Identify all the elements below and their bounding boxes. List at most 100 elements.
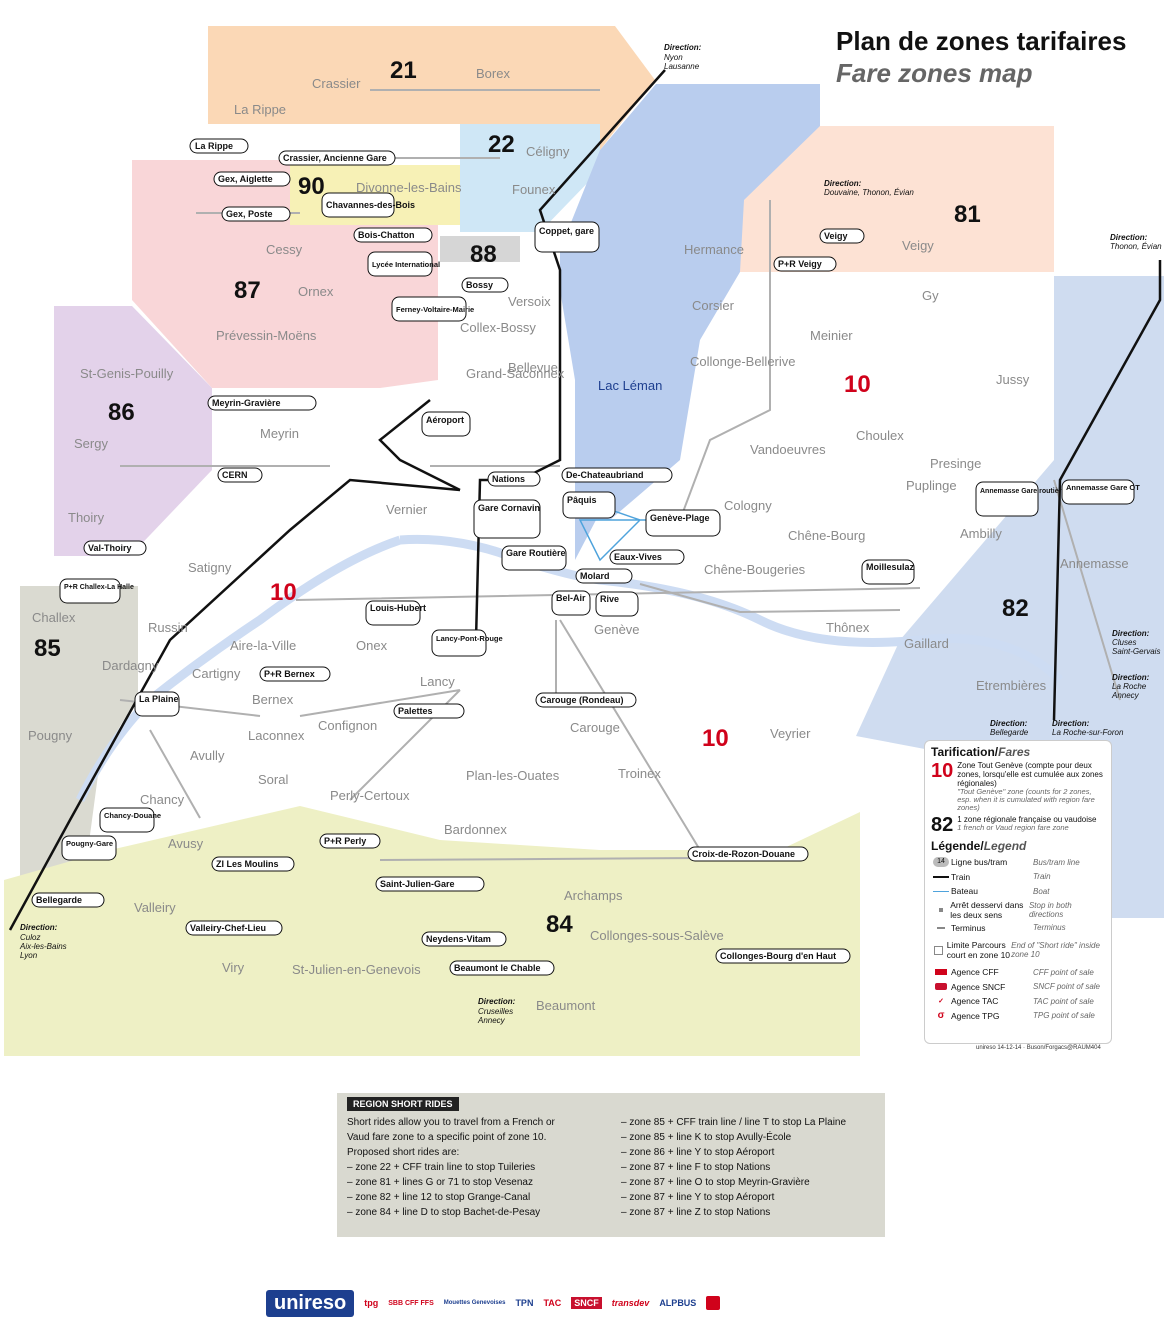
station-bossy[interactable]: Bossy xyxy=(461,277,509,293)
station-palettes[interactable]: Palettes xyxy=(393,703,465,719)
station-pougny-gare[interactable]: Pougny-Gare xyxy=(61,835,117,861)
place-name: Veyrier xyxy=(770,726,811,741)
station-ferney-voltaire-mairie[interactable]: Ferney-Voltaire-Mairie xyxy=(391,296,474,322)
station-valleiry-chef-lieu[interactable]: Valleiry-Chef-Lieu xyxy=(185,920,283,936)
station-gare-routiere[interactable]: Gare Routière xyxy=(501,545,567,571)
station-bellegarde[interactable]: Bellegarde xyxy=(31,892,105,908)
station-annemasse-gare-routiere[interactable]: Annemasse Gare routière xyxy=(975,481,1065,517)
svg-text:Meyrin-Gravière: Meyrin-Gravière xyxy=(212,398,281,408)
zone-10-label-east: 10 xyxy=(844,371,871,398)
station-la-plaine[interactable]: La Plaine xyxy=(134,691,180,717)
place-name: Cologny xyxy=(724,498,772,513)
station-molard[interactable]: Molard xyxy=(575,568,633,584)
tpg-logo: tpg xyxy=(364,1298,379,1308)
zone-81-label: 81 xyxy=(954,201,981,228)
place-name: Confignon xyxy=(318,718,377,733)
place-name: Bellevue xyxy=(508,360,558,375)
place-name: Versoix xyxy=(508,294,551,309)
place-name: Chancy xyxy=(140,792,185,807)
svg-text:Louis-Hubert: Louis-Hubert xyxy=(370,603,426,613)
station-coppet-gare[interactable]: Coppet, gare xyxy=(534,221,600,253)
station-pr-challex-la-halle[interactable]: P+R Challex-La Halle xyxy=(59,578,134,604)
svg-text:Pâquis: Pâquis xyxy=(567,495,597,505)
svg-text:Saint-Julien-Gare: Saint-Julien-Gare xyxy=(380,879,455,889)
station-val-thoiry[interactable]: Val-Thoiry xyxy=(83,540,147,556)
station-zi-les-moulins[interactable]: ZI Les Moulins xyxy=(211,856,295,872)
station-la-rippe[interactable]: La Rippe xyxy=(189,138,249,154)
short-rides-left-column: Short rides allow you to travel from a F… xyxy=(347,1115,601,1220)
station-gex-aiglette[interactable]: Gex, Aiglette xyxy=(213,171,291,187)
station-annemasse-gare-ot[interactable]: Annemasse Gare OT xyxy=(1061,479,1140,505)
svg-text:Collonges-Bourg d'en Haut: Collonges-Bourg d'en Haut xyxy=(720,951,836,961)
station-eaux-vives[interactable]: Eaux-Vives xyxy=(609,549,685,565)
svg-text:Chavannes-des-Bois: Chavannes-des-Bois xyxy=(326,200,415,210)
station-de-chateaubriand[interactable]: De-Chateaubriand xyxy=(561,467,673,483)
station-collonges-bourg[interactable]: Collonges-Bourg d'en Haut xyxy=(715,948,851,964)
station-veigy[interactable]: Veigy xyxy=(819,228,865,244)
station-aeroport[interactable]: Aéroport xyxy=(421,411,471,437)
station-carouge-rondeau[interactable]: Carouge (Rondeau) xyxy=(535,692,637,708)
svg-text:Bellegarde: Bellegarde xyxy=(36,895,82,905)
station-geneve-plage[interactable]: Genève-Plage xyxy=(645,509,721,537)
station-bel-air[interactable]: Bel-Air xyxy=(551,590,591,616)
short-ride-item: – zone 87 + line Z to stop Nations xyxy=(621,1207,771,1218)
station-croix-de-rozon-douane[interactable]: Croix-de-Rozon-Douane xyxy=(687,846,809,862)
zone-84-label: 84 xyxy=(546,911,573,938)
svg-text:Palettes: Palettes xyxy=(398,706,433,716)
station-gare-cornavin[interactable]: Gare Cornavin xyxy=(473,499,541,539)
place-name: Troinex xyxy=(618,766,661,781)
station-moillesulaz[interactable]: Moillesulaz xyxy=(861,559,915,585)
station-cern[interactable]: CERN xyxy=(217,467,263,483)
station-gex-poste[interactable]: Gex, Poste xyxy=(221,206,291,222)
place-name: Borex xyxy=(476,66,510,81)
station-chancy-douane[interactable]: Chancy-Douane xyxy=(99,807,161,833)
station-pr-perly[interactable]: P+R Perly xyxy=(319,833,381,849)
place-name: Collonge-Bellerive xyxy=(690,354,796,369)
station-chavannes-des-bois[interactable]: Chavannes-des-Bois xyxy=(321,192,415,218)
map-title: Plan de zones tarifaires xyxy=(836,26,1127,56)
boat-line-icon xyxy=(931,890,951,892)
station-louis-hubert[interactable]: Louis-Hubert xyxy=(365,600,426,626)
station-lancy-pont-rouge[interactable]: Lancy-Pont-Rouge xyxy=(431,629,503,657)
direction-title: Direction: xyxy=(20,923,58,932)
short-ride-item: – zone 85 + CFF train line / line T to s… xyxy=(621,1117,847,1128)
station-lycee-international[interactable]: Lycée International xyxy=(367,251,440,277)
station-paquis[interactable]: Pâquis xyxy=(562,491,616,519)
place-name: Gaillard xyxy=(904,636,949,651)
station-pr-veigy[interactable]: P+R Veigy xyxy=(773,256,837,272)
station-bois-chatton[interactable]: Bois-Chatton xyxy=(353,227,433,243)
place-name: Chêne-Bougeries xyxy=(704,562,806,577)
fare-zones-map[interactable]: 21 22 90 88 87 86 85 84 81 82 10 10 10 C… xyxy=(0,0,1170,1070)
short-ride-item: – zone 85 + line K to stop Avully-École xyxy=(621,1132,792,1143)
station-rive[interactable]: Rive xyxy=(595,591,639,617)
svg-text:Gare Routière: Gare Routière xyxy=(506,548,566,558)
station-crassier-ancienne-gare[interactable]: Crassier, Ancienne Gare xyxy=(278,150,396,166)
place-name: Bardonnex xyxy=(444,822,507,837)
place-name: Veigy xyxy=(902,238,934,253)
map-title-en: Fare zones map xyxy=(836,58,1033,88)
place-name: Aire-la-Ville xyxy=(230,638,296,653)
place-name: Crassier xyxy=(312,76,361,91)
place-name: Jussy xyxy=(996,372,1030,387)
place-name: Valleiry xyxy=(134,900,176,915)
station-saint-julien-gare[interactable]: Saint-Julien-Gare xyxy=(375,876,485,892)
train-line-annemasse xyxy=(1052,260,1162,721)
place-name: Archamps xyxy=(564,888,623,903)
station-meyrin-graviere[interactable]: Meyrin-Gravière xyxy=(207,395,317,411)
place-name: Soral xyxy=(258,772,288,787)
place-name: Challex xyxy=(32,610,76,625)
zone-86-label: 86 xyxy=(108,399,135,426)
station-beaumont-le-chable[interactable]: Beaumont le Chable xyxy=(449,960,555,976)
svg-text:Val-Thoiry: Val-Thoiry xyxy=(88,543,132,553)
station-boxes[interactable]: La Rippe Crassier, Ancienne Gare Gex, Ai… xyxy=(31,138,1140,976)
place-name: Vandoeuvres xyxy=(750,442,826,457)
stop-both-icon xyxy=(931,907,950,912)
place-name: Thoiry xyxy=(68,510,105,525)
station-neydens-vitam[interactable]: Neydens-Vitam xyxy=(421,931,507,947)
station-pr-bernex[interactable]: P+R Bernex xyxy=(259,666,331,682)
station-nations[interactable]: Nations xyxy=(487,471,541,487)
short-ride-limit-icon xyxy=(931,945,947,955)
